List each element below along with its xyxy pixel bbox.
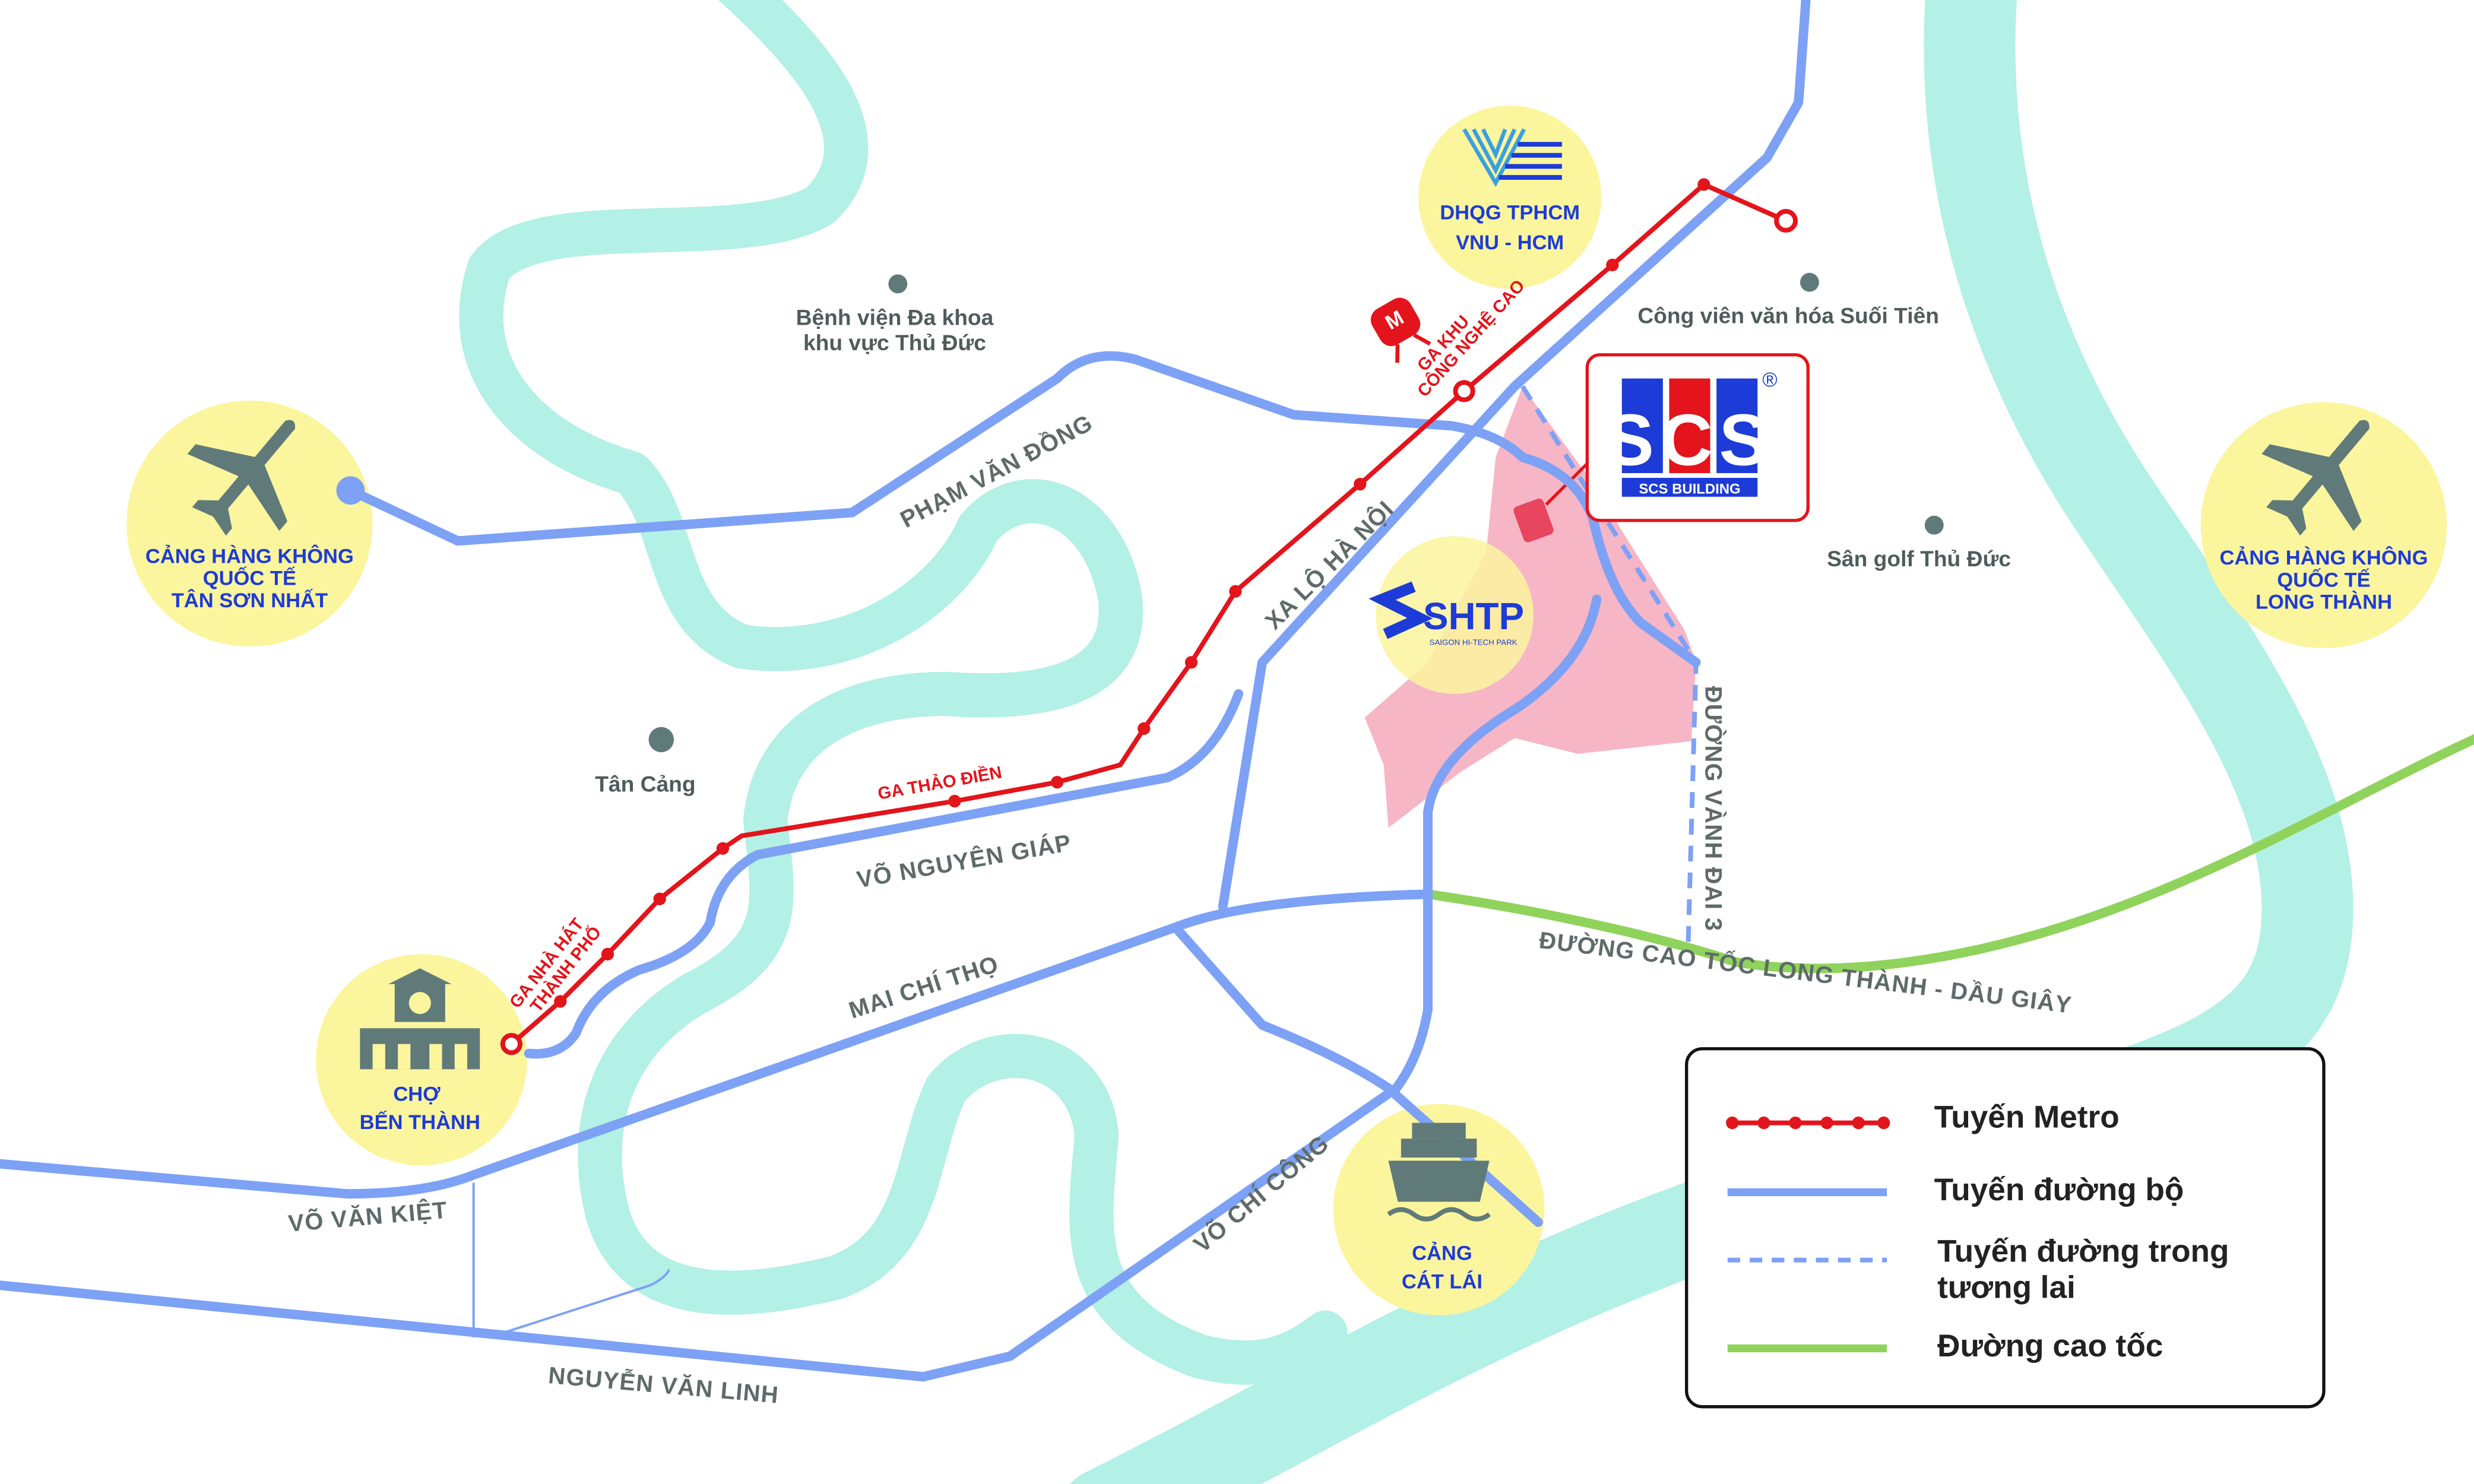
metro-stop [601,947,614,960]
metro-stop [1184,656,1198,669]
metro-stop [1138,722,1151,735]
scs-sub: SCS BUILDING [1639,481,1740,497]
label-vanh-dai-3: ĐƯỜNG VÀNH ĐAI 3 [1700,686,1728,932]
golf-dot [1924,515,1944,535]
label-vo-nguyen-giap: VÕ NGUYÊN GIÁP [854,829,1073,893]
road-cat-lai-branch [1170,922,1543,1227]
shtp-circle [1376,536,1534,694]
place-suoi-tien: Công viên văn hóa Suối Tiên [1637,303,1939,328]
scs-name: SCS [1605,399,1773,481]
metro-terminal-suoi-tien [1774,209,1798,233]
road-mai-chi-tho [0,889,1433,1199]
metro-stop [948,795,961,808]
place-markers [648,272,1944,753]
long-thanh-circle [2200,402,2447,648]
road-end-dot [336,476,365,505]
metro-train-icon: M [1370,297,1431,363]
rivers [459,0,2353,1484]
label-vo-van-kiet: VÕ VĂN KIỆT [287,1196,449,1237]
label-cao-toc: ĐƯỜNG CAO TỐC LONG THÀNH - DẦU GIÂY [1538,926,2074,1019]
place-tan-cang: Tân Cảng [595,772,695,797]
metro-stop [1354,477,1367,491]
legend-metro: Tuyến Metro [1934,1100,2120,1135]
metro-stop [554,995,567,1008]
road-vo-nguyen-giap [524,689,1244,1059]
saigon-river-east [1070,0,2353,1484]
metro-stop [1229,585,1242,598]
tan-cang-dot [648,727,674,753]
label-nguyen-van-linh: NGUYỄN VĂN LINH [547,1361,780,1409]
metro-station-cong-nghe-cao [1453,380,1475,402]
legend-road: Tuyến đường bộ [1934,1172,2184,1207]
metro-stop [1697,178,1710,191]
shtp-name: SHTP [1423,595,1524,638]
metro-terminal-ben-thanh [500,1033,522,1055]
road-vanh-dai-3-future [1520,385,1699,947]
road-xa-lo-ha-noi [1218,0,1811,912]
legend-expressway: Đường cao tốc [1937,1328,2163,1363]
shtp-sub: SAIGON HI-TECH PARK [1430,638,1518,647]
road-vo-chi-cong [0,594,1602,1382]
scs-site-marker [1513,498,1554,543]
place-golf: Sân golf Thủ Đức [1827,546,2011,571]
shtp-logo: SHTP SAIGON HI-TECH PARK [1369,581,1524,647]
scs-logo: SCS SCS BUILDING ® [1585,353,1810,522]
metro-route [509,182,1787,1046]
ship-icon-cat-lai [1387,1122,1491,1222]
metro-stop [1606,258,1619,271]
tan-son-nhat-circle [126,400,373,647]
expressway-long-thanh-dau-giay [1423,734,2474,974]
legend: Tuyến Metro Tuyến đường bộ Tuyến đường t… [1685,1047,2326,1409]
metro-stop [653,892,666,905]
plane-icon-long-thanh [2261,420,2370,536]
market-icon-ben-thanh [360,968,480,1070]
scs-registered: ® [1762,369,1777,391]
road-minor [472,1182,670,1339]
dhqg-circle [1418,106,1602,289]
landmark-circles [126,106,2447,1315]
road-pham-van-dong [346,351,1701,667]
saigon-river-west [459,0,1348,1385]
roads [0,0,1811,1382]
label-vo-chi-cong: VÕ CHÍ CÔNG [1188,1129,1334,1258]
hospital-dot [888,274,908,294]
plane-icon-tan-son-nhat [187,420,296,536]
metro-stop [716,842,730,855]
metro-stop [1051,776,1064,789]
suoi-tien-dot [1800,272,1819,292]
cat-lai-circle [1333,1104,1545,1315]
